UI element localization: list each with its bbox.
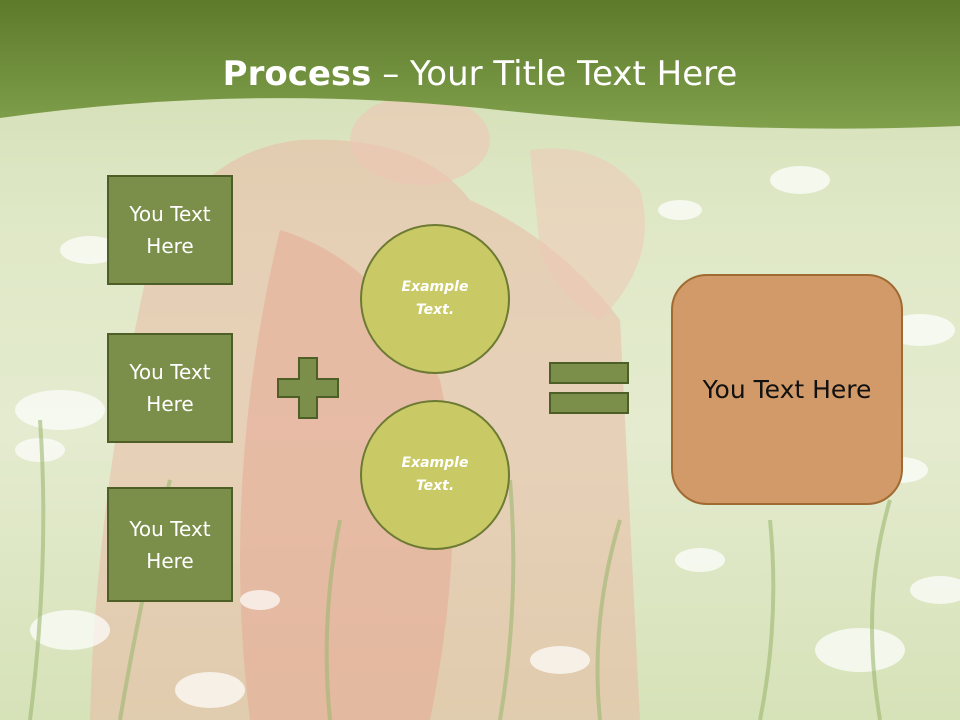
result-label: You Text Here — [702, 375, 872, 404]
input-box-label: You Text Here — [129, 360, 211, 416]
header-band — [0, 0, 960, 129]
plus-icon — [277, 357, 339, 419]
input-box-2[interactable]: You Text Here — [107, 333, 233, 443]
input-box-label: You Text Here — [129, 202, 211, 258]
input-box-1[interactable]: You Text Here — [107, 175, 233, 285]
input-box-3[interactable]: You Text Here — [107, 487, 233, 602]
circle-label: Example Text. — [401, 455, 469, 494]
title-rest: Your Title Text Here — [410, 54, 738, 94]
circle-label: Example Text. — [401, 279, 469, 318]
title-separator: – — [371, 54, 411, 94]
slide-title: Process – Your Title Text Here — [0, 52, 960, 96]
result-box[interactable]: You Text Here — [671, 274, 903, 505]
example-circle-2[interactable]: Example Text. — [360, 400, 510, 550]
input-box-label: You Text Here — [129, 516, 211, 573]
title-bold: Process — [222, 54, 372, 94]
equals-icon — [549, 362, 629, 414]
example-circle-1[interactable]: Example Text. — [360, 224, 510, 374]
